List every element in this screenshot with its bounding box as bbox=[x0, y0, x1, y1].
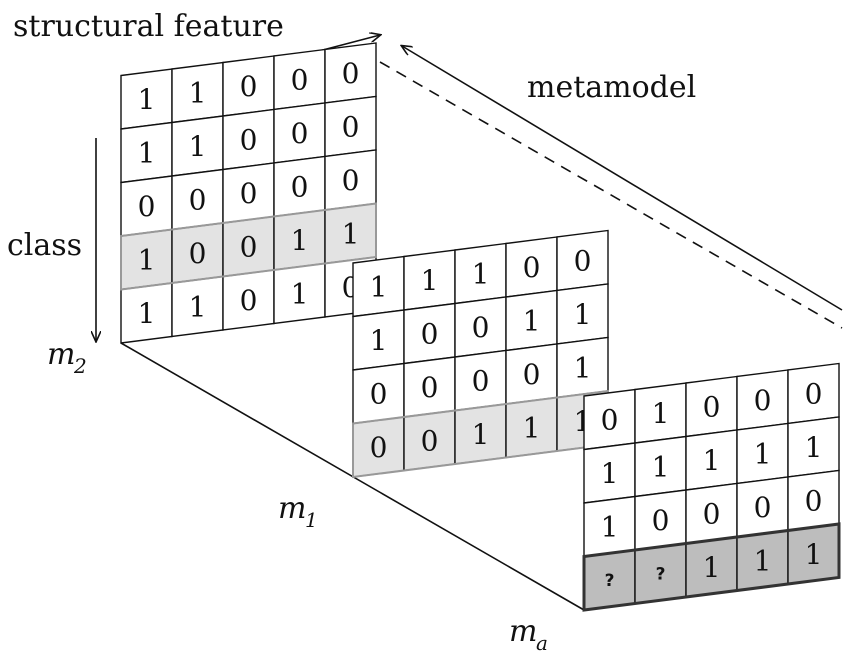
m1-label: m 1 bbox=[278, 491, 318, 532]
cell-value: 0 bbox=[342, 164, 360, 197]
cell-value: 0 bbox=[138, 190, 156, 223]
cell-value: 0 bbox=[574, 244, 592, 277]
cell-value: 1 bbox=[189, 130, 207, 163]
svg-text:m: m bbox=[509, 614, 537, 649]
highlighted-row-outline bbox=[120, 202, 377, 291]
cell-value: 1 bbox=[805, 538, 823, 571]
cell-value: 1 bbox=[472, 418, 490, 451]
unknown-value-cell-text: ? bbox=[605, 571, 615, 591]
cell-value: 0 bbox=[421, 371, 439, 404]
cell-value: 0 bbox=[523, 251, 541, 284]
cell-value: 0 bbox=[240, 284, 258, 317]
cell-value: 1 bbox=[370, 324, 388, 357]
ma-label: m a bbox=[509, 614, 548, 655]
cell-value: 1 bbox=[523, 411, 541, 444]
cell-value: 0 bbox=[754, 491, 772, 524]
metamodel-label: metamodel bbox=[527, 70, 696, 105]
svg-text:a: a bbox=[536, 631, 548, 655]
unknown-value-cell-text: ? bbox=[656, 564, 666, 584]
cell-value: 0 bbox=[240, 70, 258, 103]
svg-text:m: m bbox=[278, 491, 306, 526]
cell-value: 1 bbox=[421, 264, 439, 297]
cell-value: 0 bbox=[370, 431, 388, 464]
class-label: class bbox=[7, 228, 82, 263]
cell-value: 1 bbox=[370, 270, 388, 303]
cell-value: 1 bbox=[652, 397, 670, 430]
cell-value: 1 bbox=[342, 217, 360, 250]
cell-value: 1 bbox=[138, 136, 156, 169]
cell-value: 1 bbox=[652, 450, 670, 483]
cell-value: 0 bbox=[805, 484, 823, 517]
cell-value: 1 bbox=[754, 437, 772, 470]
cell-value: 1 bbox=[574, 351, 592, 384]
cell-value: 0 bbox=[240, 123, 258, 156]
cell-value: 1 bbox=[189, 290, 207, 323]
cell-value: 1 bbox=[189, 76, 207, 109]
cell-value: 1 bbox=[601, 457, 619, 490]
cell-value: 0 bbox=[342, 57, 360, 90]
svg-text:2: 2 bbox=[73, 354, 87, 378]
cell-value: 0 bbox=[703, 390, 721, 423]
cell-value: 1 bbox=[805, 431, 823, 464]
cell-value: 1 bbox=[472, 257, 490, 290]
cell-value: 0 bbox=[189, 237, 207, 270]
cell-value: 1 bbox=[574, 298, 592, 331]
metamodel-arrow bbox=[402, 46, 843, 311]
svg-text:1: 1 bbox=[305, 508, 318, 532]
cell-value: 1 bbox=[291, 277, 309, 310]
cell-value: 0 bbox=[703, 497, 721, 530]
cell-value: 0 bbox=[240, 177, 258, 210]
cell-value: 0 bbox=[342, 110, 360, 143]
m2-label: m 2 bbox=[47, 337, 87, 378]
query-row-outline bbox=[582, 522, 841, 612]
svg-text:m: m bbox=[47, 337, 75, 372]
cell-value: 1 bbox=[601, 510, 619, 543]
cell-value: 1 bbox=[703, 551, 721, 584]
cell-value: 0 bbox=[754, 384, 772, 417]
cell-value: 1 bbox=[291, 224, 309, 257]
cell-value: 0 bbox=[652, 504, 670, 537]
cell-value: 0 bbox=[472, 364, 490, 397]
cell-value: 0 bbox=[472, 311, 490, 344]
cell-value: 1 bbox=[138, 83, 156, 116]
cell-value: 1 bbox=[523, 304, 541, 337]
cell-value: 0 bbox=[421, 317, 439, 350]
cell-value: 1 bbox=[138, 297, 156, 330]
cell-value: 0 bbox=[523, 358, 541, 391]
top-depth-dashed-line bbox=[379, 61, 843, 329]
cell-value: 0 bbox=[805, 377, 823, 410]
cell-value: 0 bbox=[601, 403, 619, 436]
cell-value: 0 bbox=[291, 117, 309, 150]
cell-value: 1 bbox=[703, 444, 721, 477]
cell-value: 1 bbox=[754, 544, 772, 577]
cell-value: 0 bbox=[370, 377, 388, 410]
cell-value: 0 bbox=[291, 63, 309, 96]
cell-value: 0 bbox=[421, 424, 439, 457]
cell-value: 0 bbox=[189, 183, 207, 216]
cell-value: 0 bbox=[291, 170, 309, 203]
cell-value: 1 bbox=[138, 243, 156, 276]
structural-feature-label: structural feature bbox=[13, 9, 284, 44]
cell-value: 0 bbox=[240, 230, 258, 263]
